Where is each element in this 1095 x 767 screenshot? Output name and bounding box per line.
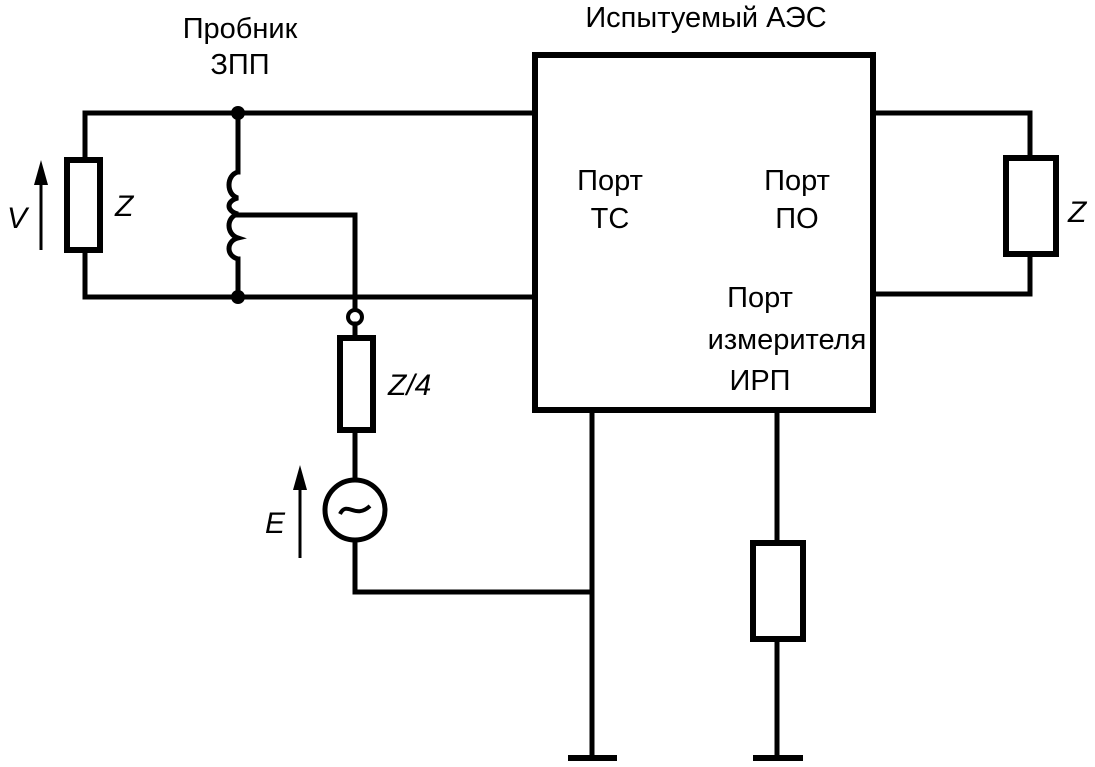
probe-label-line2: ЗПП <box>210 49 269 81</box>
tap-wire <box>235 212 358 313</box>
port-tc-label-line2: ТС <box>591 203 630 235</box>
port-meter-label-line1: Порт <box>727 282 793 314</box>
left-load-impedance-label: Z <box>114 190 135 223</box>
voltage-arrow-head-icon <box>34 160 48 185</box>
port-meter-label-line2: измерителя <box>708 324 867 356</box>
left-load: Z V <box>7 110 135 300</box>
left-load-resistor <box>64 157 103 253</box>
port-po-label-line1: Порт <box>764 165 830 197</box>
source-branch: Z/4 E <box>265 308 595 595</box>
meter-resistor <box>750 540 806 642</box>
probe-label-line1: Пробник <box>183 13 298 45</box>
emf-label: E <box>265 507 286 540</box>
eut-box <box>532 52 876 413</box>
ground-icon <box>568 755 617 761</box>
eut-title: Испытуемый АЭС <box>585 2 826 34</box>
port-po-label-line2: ПО <box>775 203 818 235</box>
ground-icon <box>753 755 803 761</box>
series-impedance-resistor <box>337 335 376 433</box>
right-load-impedance-label: Z <box>1067 196 1088 229</box>
right-load-resistor <box>1003 155 1059 257</box>
return-wire <box>352 537 595 595</box>
series-impedance-label: Z/4 <box>387 369 431 402</box>
wire <box>870 110 1033 161</box>
probe-network <box>226 106 358 313</box>
emf-arrow-head-icon <box>293 465 307 490</box>
port-meter-label-line3: ИРП <box>729 365 790 397</box>
sine-wave-icon <box>338 504 372 516</box>
right-load: Z <box>870 110 1088 297</box>
wire <box>870 251 1033 297</box>
voltage-label: V <box>7 202 30 235</box>
port-tc-label-line1: Порт <box>577 165 643 197</box>
